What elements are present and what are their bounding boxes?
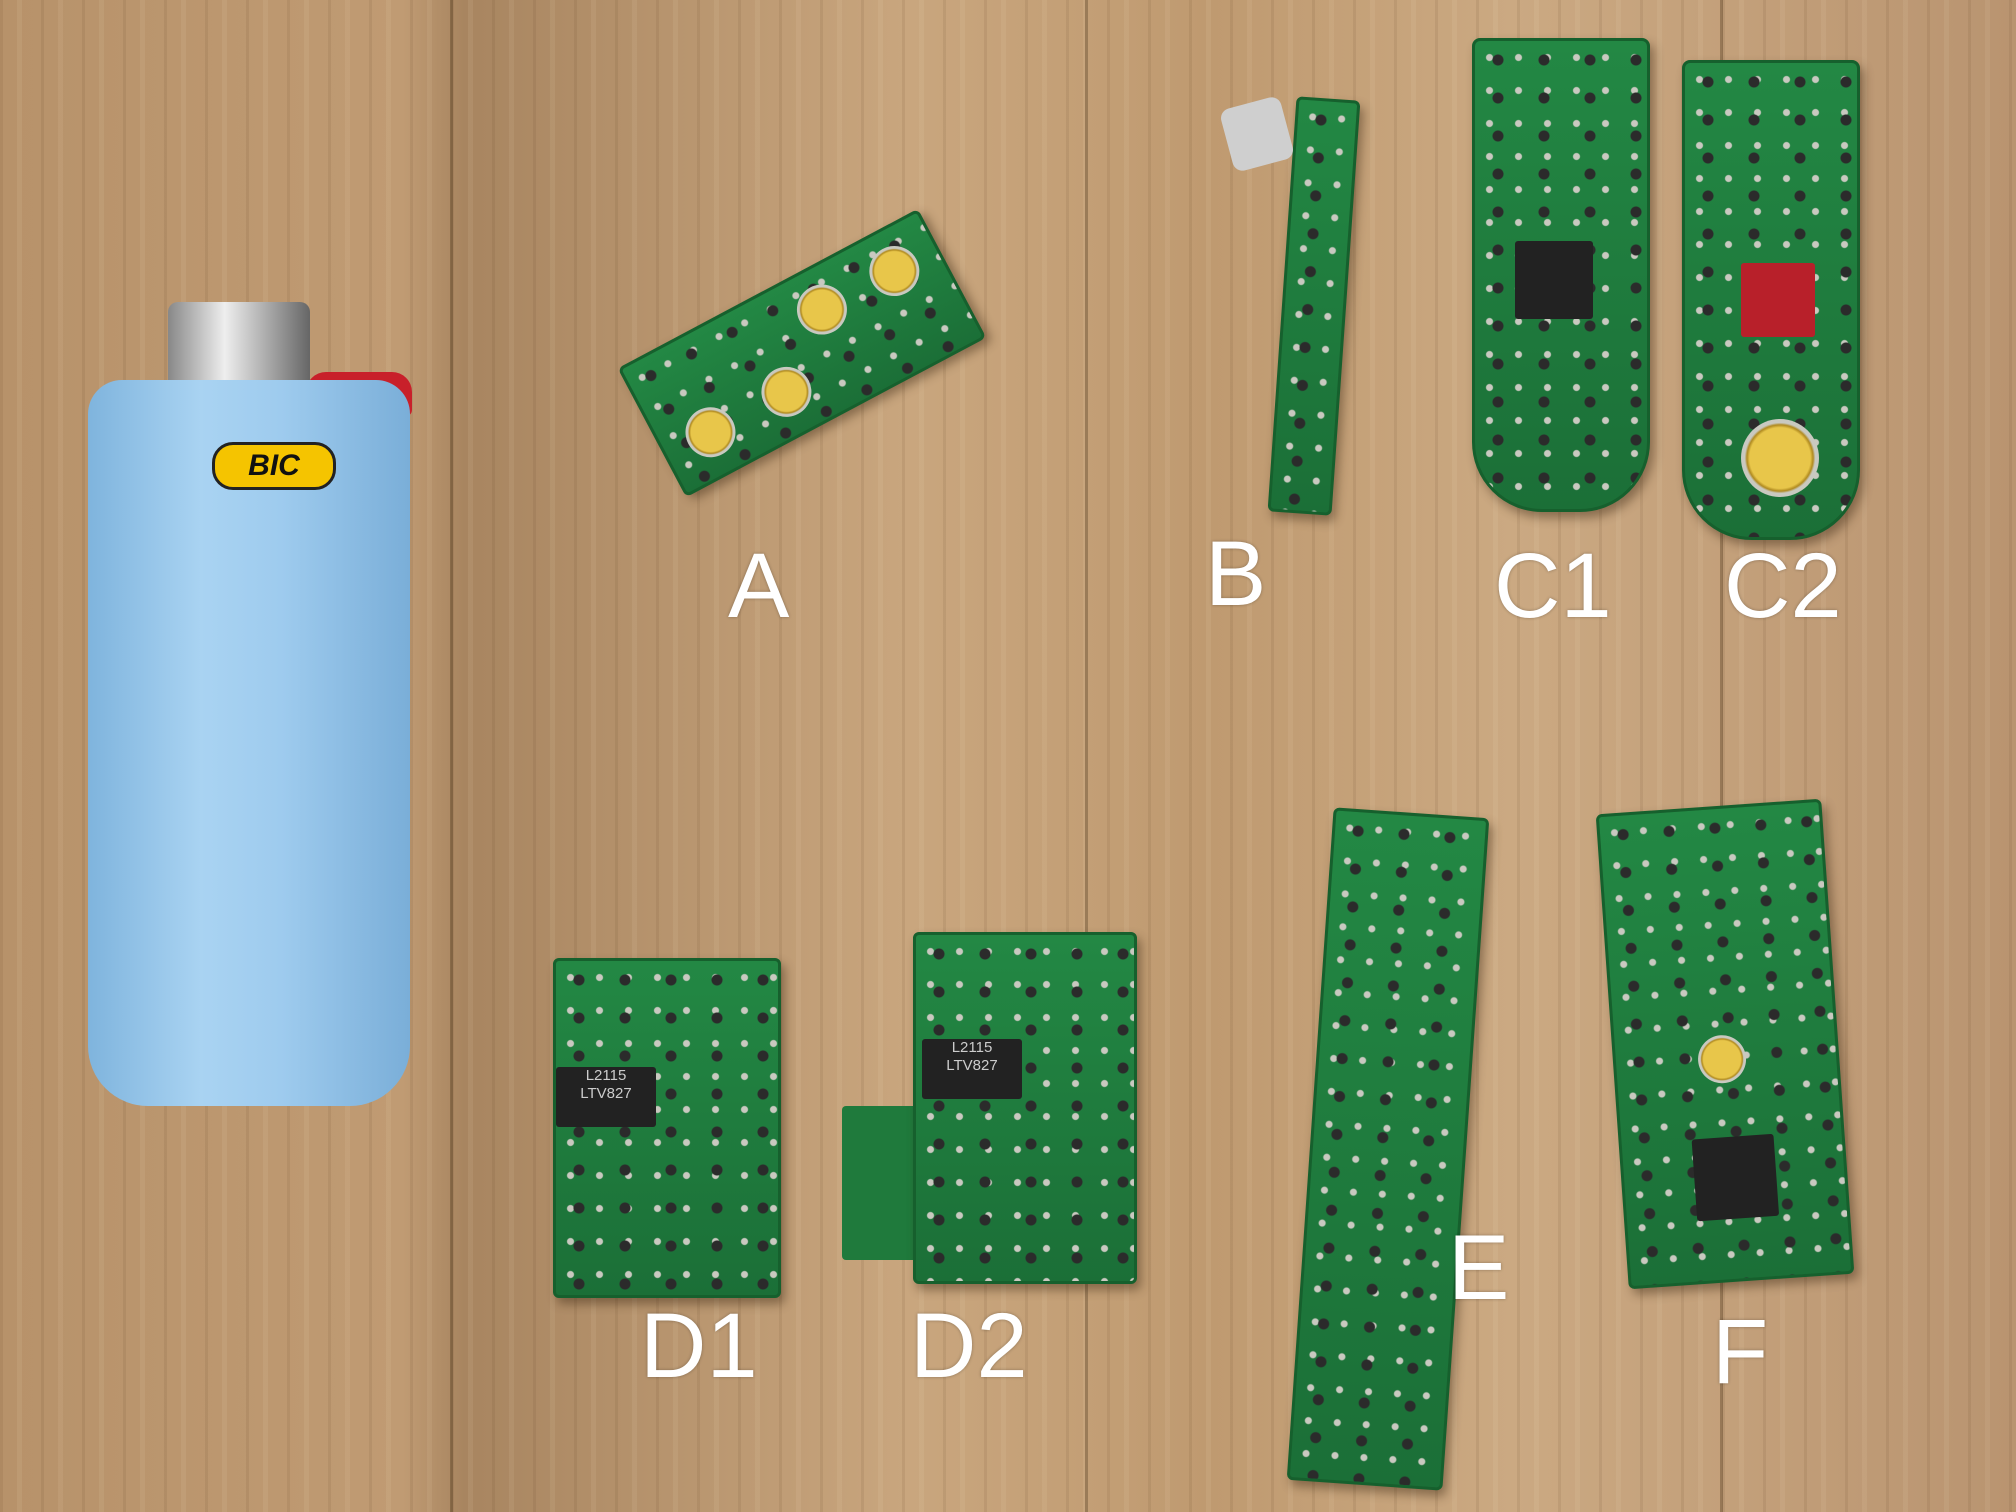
gold-pad (1741, 419, 1819, 497)
button-pad (676, 398, 745, 467)
pcb-d2-tab (842, 1106, 922, 1260)
label-c1: C1 (1494, 535, 1612, 637)
pcb-f (1595, 798, 1855, 1290)
lighter-body (88, 380, 410, 1106)
button-pad (788, 275, 856, 344)
chip (1515, 241, 1593, 319)
pcb-c1 (1472, 38, 1650, 512)
label-f: F (1712, 1301, 1769, 1403)
label-a: A (728, 535, 790, 637)
button-pad (860, 237, 929, 305)
pcb-e (1286, 807, 1490, 1491)
label-c2: C2 (1724, 535, 1842, 637)
wood-seam (450, 0, 453, 1512)
label-b: B (1205, 523, 1267, 625)
bic-logo: BIC (212, 442, 336, 490)
pcb-c2 (1682, 60, 1860, 540)
wood-seam (1085, 0, 1088, 1512)
chip-text: L2115 (585, 1067, 627, 1084)
label-e: E (1448, 1217, 1510, 1319)
button-pad (752, 358, 821, 426)
pcb-d2: L2115 LTV827 (913, 932, 1137, 1284)
chip-ltv827: L2115 LTV827 (922, 1039, 1022, 1099)
wood-seam (1720, 0, 1723, 1512)
pcb-d1: L2115 LTV827 (553, 958, 781, 1298)
pcb-a (617, 208, 987, 498)
label-d2: D2 (910, 1295, 1028, 1397)
label-d1: D1 (640, 1295, 758, 1397)
chip (1691, 1133, 1780, 1222)
chip-ltv827: L2115 LTV827 (556, 1067, 656, 1127)
chip-text: L2115 (951, 1039, 993, 1056)
chip (1741, 263, 1815, 337)
chip-text: LTV827 (580, 1085, 632, 1102)
pcb-b-connector (1218, 95, 1296, 173)
button-pad (1696, 1033, 1748, 1085)
chip-text: LTV827 (946, 1057, 998, 1074)
